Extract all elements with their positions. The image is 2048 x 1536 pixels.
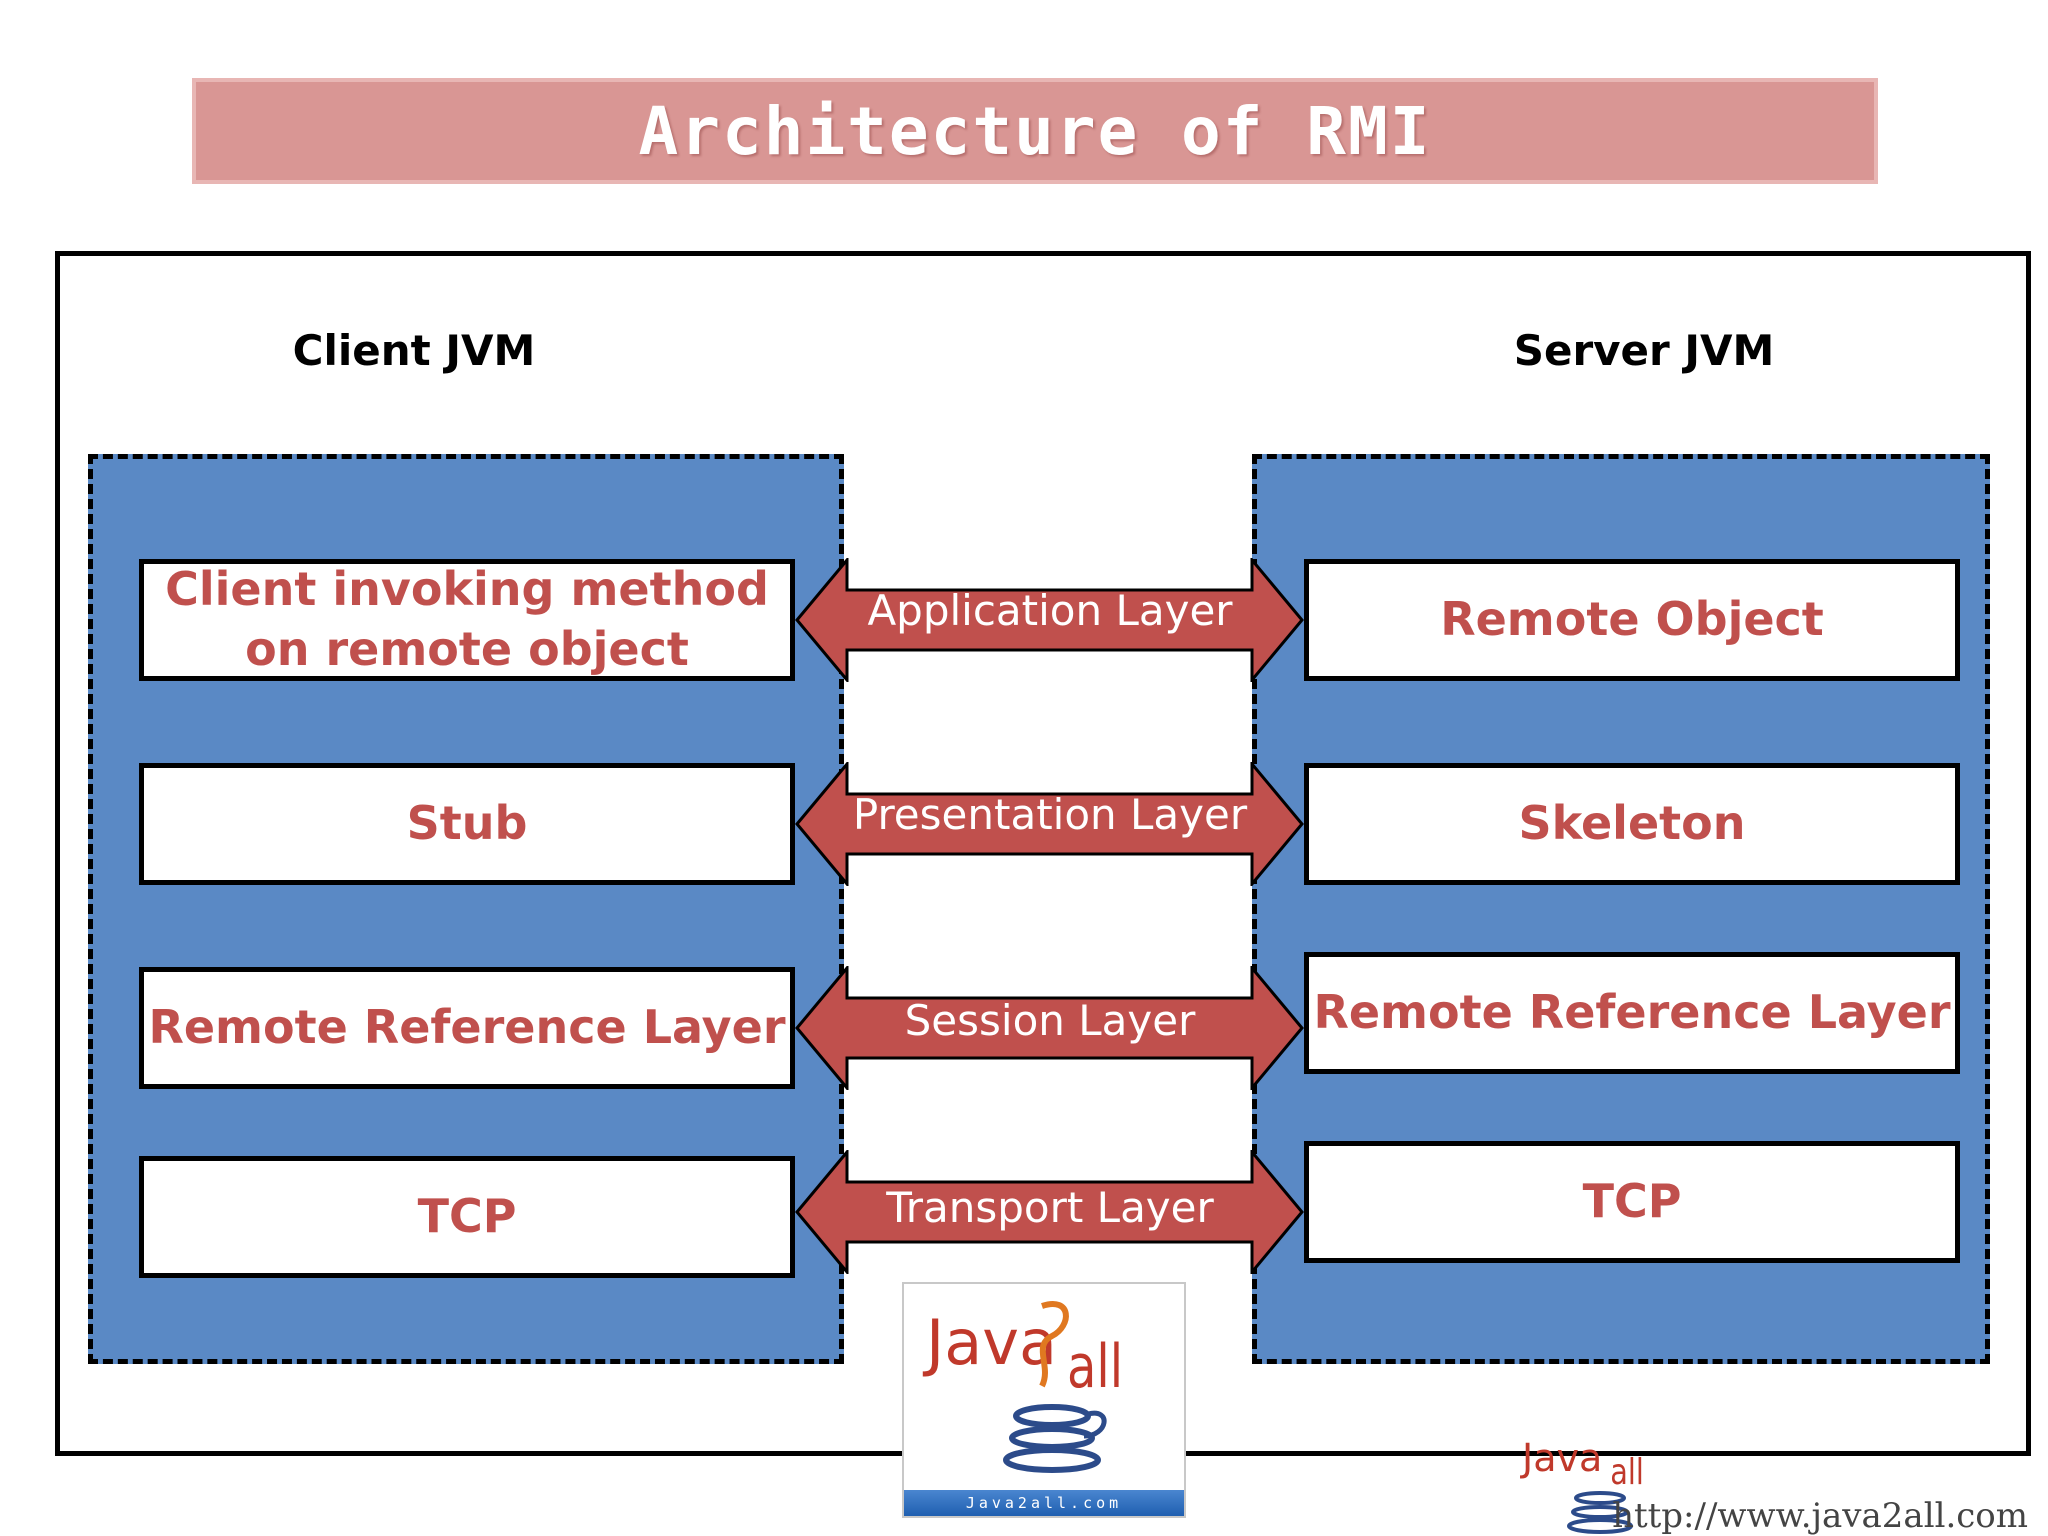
client-box-tcp: TCP (139, 1156, 795, 1278)
footer-logo-all: all (1610, 1452, 1644, 1493)
session-layer-label: Session Layer (904, 996, 1196, 1045)
client-box-invoker: Client invoking method on remote object (139, 559, 795, 681)
transport-layer-label: Transport Layer (886, 1183, 1214, 1232)
server-box-remote-reference-layer: Remote Reference Layer (1304, 952, 1960, 1074)
footer-url[interactable]: http://www.java2all.com (1612, 1496, 2028, 1536)
presentation-layer-arrow (795, 762, 1304, 886)
application-layer-label: Application Layer (867, 586, 1233, 635)
server-box-tcp: TCP (1304, 1141, 1960, 1263)
footer-logo-java: Java (1522, 1436, 1603, 1480)
client-jvm-label: Client JVM (292, 326, 536, 375)
application-layer-arrow (795, 558, 1304, 682)
footer-logo: Java all (1516, 1436, 1666, 1536)
logo-brand-java: Java (926, 1306, 1057, 1379)
logo-brand-all: all (1067, 1332, 1124, 1402)
title-banner: Architecture of RMI (192, 78, 1878, 184)
logo-strip: Java2all.com (904, 1490, 1184, 1516)
server-box-skeleton: Skeleton (1304, 763, 1960, 885)
transport-layer-arrow (795, 1150, 1304, 1274)
java2all-logo: Java all Java2all.com (902, 1282, 1186, 1518)
page-title: Architecture of RMI (638, 92, 1432, 170)
java-cup-icon (1003, 1301, 1107, 1473)
presentation-layer-label: Presentation Layer (852, 790, 1248, 839)
client-box-remote-reference-layer: Remote Reference Layer (139, 967, 795, 1089)
server-box-remote-object: Remote Object (1304, 559, 1960, 681)
client-box-stub: Stub (139, 763, 795, 885)
footer-cup-icon (1567, 1491, 1633, 1534)
server-jvm-label: Server JVM (1513, 326, 1775, 375)
session-layer-arrow (795, 966, 1304, 1090)
